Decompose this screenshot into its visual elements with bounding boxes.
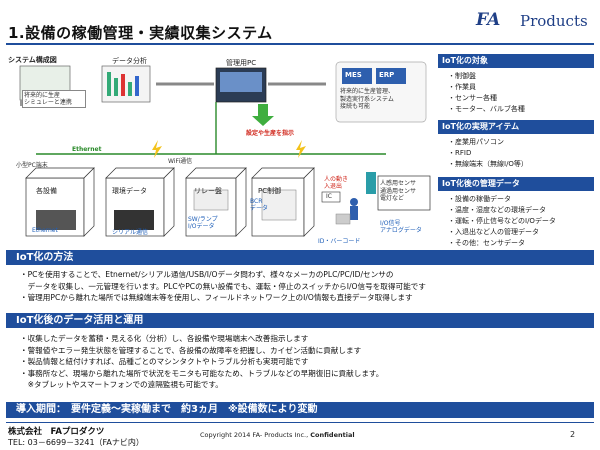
wifi-label: WiFi通信 — [168, 158, 193, 165]
title-rule — [6, 43, 594, 45]
erp-label: ERP — [379, 71, 395, 79]
panel-body: ・設備の稼働データ ・温度・湿度などの環境データ ・運転・停止信号などのI/Oデ… — [438, 191, 594, 249]
section-band-method: IoT化の方法 — [6, 250, 594, 265]
small-pc-terminal-label: 小型PC端末 — [16, 162, 48, 169]
panel-iot-targets: IoT化の対象 ・制御盤 ・作業員 ・センサー各種 ・モーター、バルブ各種 — [438, 54, 594, 115]
panel-body: ・産業用パソコン ・RFID ・無線端末（無線I/O等） — [438, 134, 594, 170]
page-title: 1.設備の稼働管理・実績収集システム — [8, 24, 273, 42]
tel-number: TEL: 03－6699－3241（FAナビ内） — [8, 438, 144, 447]
panel-title: IoT化後の管理データ — [438, 177, 594, 191]
text-line: ・PCを使用することで、Etnernet/シリアル通信/USB/I/Oデータ問わ… — [20, 270, 394, 279]
list-item: ・RFID — [448, 149, 472, 157]
products-logo-text: Products — [520, 12, 588, 30]
list-item: ・温度・湿度などの環境データ — [448, 206, 546, 214]
panel-title: IoT化の対象 — [438, 54, 594, 68]
section-band-usage: IoT化後のデータ活用と運用 — [6, 313, 594, 328]
text-line: ・管理用PCから離れた場所では無線端末等を使用し、フィールドネットワーク上のI/… — [20, 293, 413, 302]
list-item: ・モーター、バルブ各種 — [448, 105, 525, 113]
text-line: ・警報値やエラー発生状態を管理することで、各設備の故障率を把握し、カイゼン活動に… — [20, 345, 362, 355]
list-item: ・運転・停止信号などのI/Oデータ — [448, 217, 556, 225]
panel-body: ・制御盤 ・作業員 ・センサー各種 ・モーター、バルブ各種 — [438, 68, 594, 115]
mes-label: MES — [345, 71, 362, 79]
list-item: ・制御盤 — [448, 72, 476, 80]
sw-lamp-label: SW/ランプ I/Oデータ — [188, 216, 218, 230]
pc-control-label: PC制御 — [258, 187, 282, 195]
ic-label: IC — [326, 193, 332, 200]
footer-rule — [6, 422, 594, 423]
list-item: ・作業員 — [448, 83, 476, 91]
list-item: ・無線端末（無線I/O等） — [448, 160, 528, 168]
instruction-label: 設定や生産を指示 — [246, 130, 295, 137]
usage-text: ・収集したデータを蓄積・見える化（分析）し、各設備や現場端末へ改善指示します ・… — [20, 333, 590, 391]
text-line: データを収集し、一元管理を行います。PLCやPCの無い設備でも、運転・停止のスイ… — [20, 281, 426, 291]
system-diagram — [6, 54, 432, 244]
ethernet-bottom-label: Ethernet — [32, 227, 58, 234]
list-item: ・産業用パソコン — [448, 138, 504, 146]
list-item: ・センサー各種 — [448, 94, 497, 102]
list-item: ・入退出など人の管理データ — [448, 228, 539, 236]
bcr-data-label: BCR データ — [250, 198, 269, 212]
intro-period-band: 導入期間： 要件定義〜実稼働まで 約3ヵ月 ※設備数により変動 — [6, 402, 594, 418]
panel-iot-items: IoT化の実現アイテム ・産業用パソコン ・RFID ・無線端末（無線I/O等） — [438, 120, 594, 170]
management-pc-label: 管理用PC — [226, 59, 257, 67]
lightning-icon — [296, 140, 306, 158]
confidential-label: Confidential — [310, 431, 355, 439]
method-text: ・PCを使用することで、Etnernet/シリアル通信/USB/I/Oデータ問わ… — [20, 269, 590, 304]
ic-barcode-label: ID・バーコード — [318, 238, 361, 245]
list-item: ・設備の稼働データ — [448, 195, 511, 203]
io-signal-label: I/O信号 アナログデータ — [380, 220, 422, 234]
serial-label: シリアル通信 — [112, 229, 148, 236]
down-arrow-icon — [252, 104, 274, 126]
text-line: ・事務所など、現場から離れた場所で状況をモニタも可能なため、トラブルなどの早期復… — [20, 368, 384, 378]
system-diagram-label: システム構成図 — [8, 56, 57, 64]
panel-title: IoT化の実現アイテム — [438, 120, 594, 134]
facility-label: 各設備 — [36, 187, 57, 195]
person-icon — [350, 198, 358, 206]
future-note-right: 将来的に生産管理、 製造実行系システム 接続も可能 — [340, 88, 395, 110]
text-line: ※タブレットやスマートフォンでの遠隔監視も可能です。 — [20, 380, 223, 389]
text-line: ・収集したデータを蓄積・見える化（分析）し、各設備や現場端末へ改善指示します — [20, 334, 309, 343]
copyright-text: Copyright 2014 FA- Products Inc., — [200, 431, 309, 439]
text-line: ・製品情報と紐付けすれば、品種ごとのマシンタクトやトラブル分析も実現可能です — [20, 357, 309, 366]
ethernet-top-label: Ethernet — [72, 146, 102, 153]
human-sensor-label: 人感用センサ 通過用センサ 電灯など — [380, 180, 417, 202]
copyright: Copyright 2014 FA- Products Inc., Confid… — [200, 431, 355, 439]
future-note-left: 将来的に生産 シミュレーと連携 — [22, 90, 86, 108]
entry-exit-label: 人の動き 入退出 — [324, 176, 349, 190]
page-number: 2 — [570, 430, 576, 439]
panel-managed-data: IoT化後の管理データ ・設備の稼働データ ・温度・湿度などの環境データ ・運転… — [438, 177, 594, 249]
data-analysis-label: データ分析 — [112, 57, 147, 65]
list-item: ・その他：センサデータ — [448, 239, 525, 247]
company-name: 株式会社 FAプロダクツ — [8, 427, 105, 437]
env-data-label: 環境データ — [112, 187, 147, 195]
fa-logo-mark: FA — [476, 10, 501, 30]
sensor-device-icon — [366, 172, 376, 194]
wifi-lightning-icon — [152, 140, 162, 158]
relay-board-label: リレー盤 — [194, 187, 222, 195]
